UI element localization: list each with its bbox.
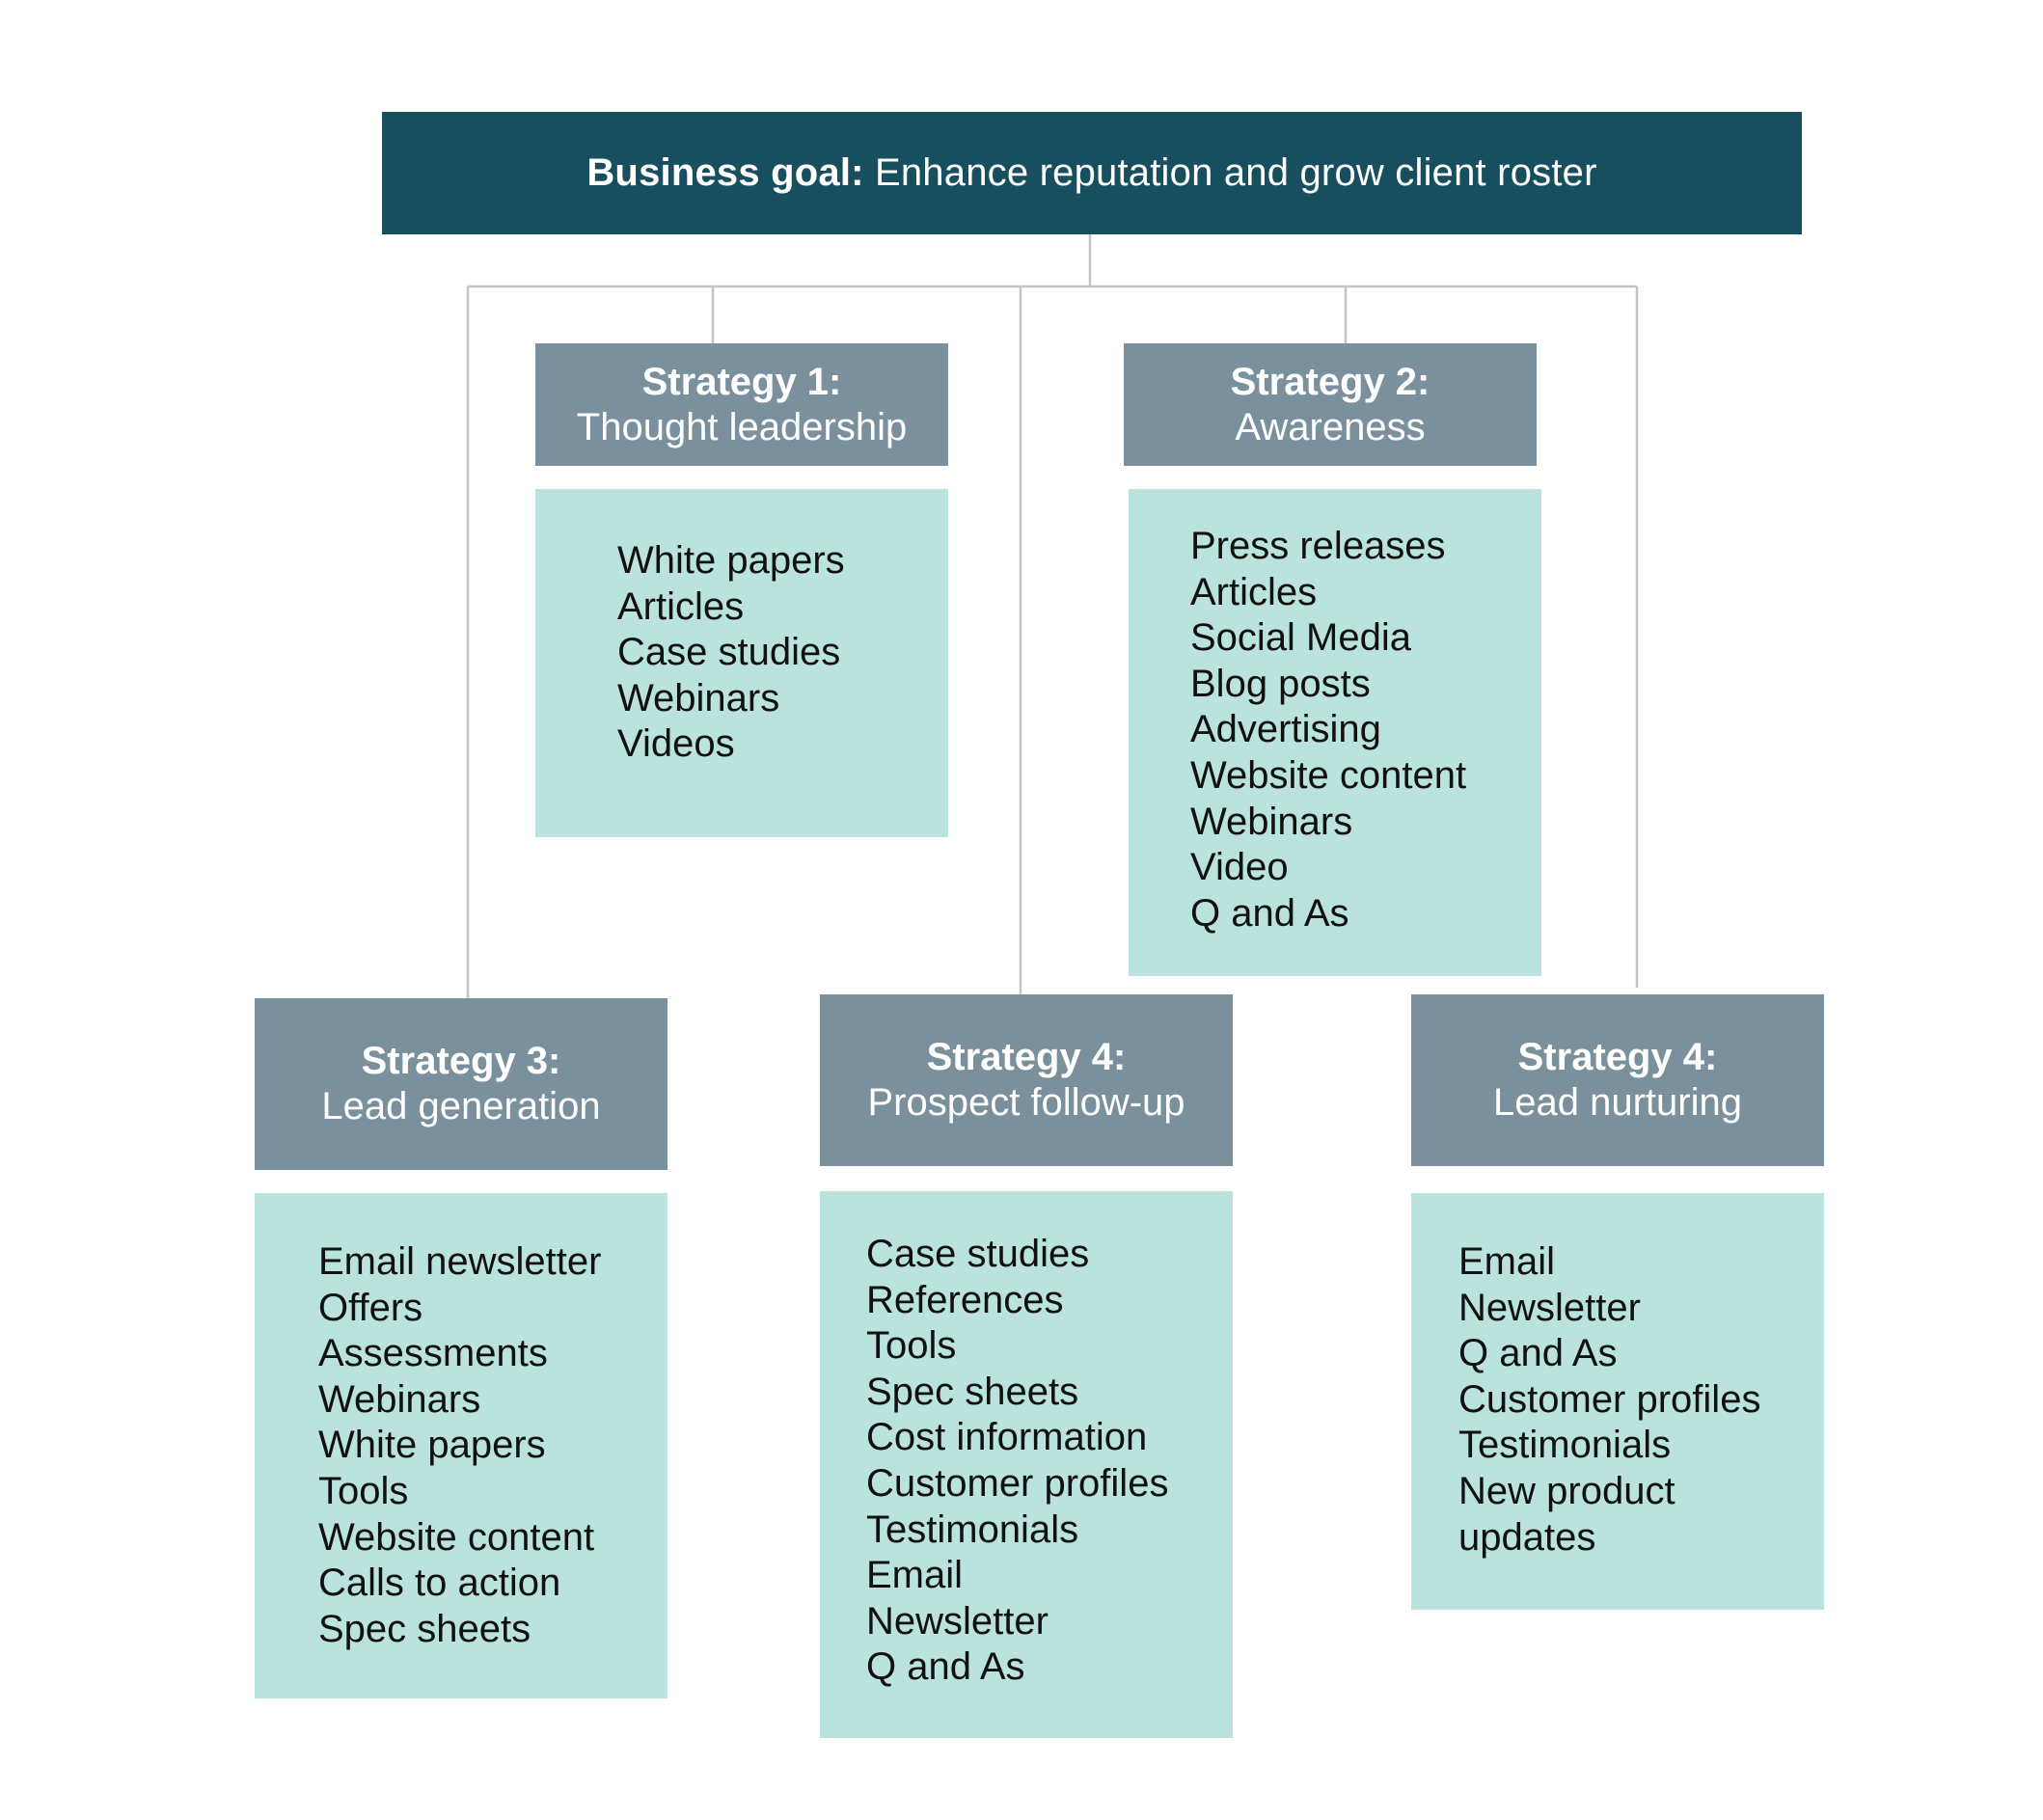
tactics-list: Email Newsletter Q and As Customer profi… (1458, 1239, 1806, 1561)
tactic-item: White papers (617, 539, 845, 582)
strategy-name: Prospect follow-up (867, 1081, 1185, 1124)
tactic-item: Website content (318, 1515, 595, 1559)
strategy-1-tactics-box: White papers Articles Case studies Webin… (535, 489, 948, 837)
business-goal-box: Business goal: Enhance reputation and gr… (382, 112, 1802, 234)
strategy-3-tactics-box: Email newsletter Offers Assessments Webi… (255, 1193, 667, 1698)
strategy-4-prospect-header: Strategy 4: Prospect follow-up (820, 994, 1233, 1166)
tactics-list: Case studies References Tools Spec sheet… (866, 1232, 1233, 1691)
tactic-item: References (866, 1278, 1064, 1321)
tactic-item: Tools (318, 1469, 409, 1512)
strategy-number-label: Strategy 1: (641, 360, 842, 403)
strategy-number-label: Strategy 4: (1517, 1036, 1718, 1078)
tactic-item: Video (1190, 846, 1289, 889)
tactic-item: Videos (617, 722, 735, 766)
tactic-item: Website content (1190, 753, 1467, 797)
business-goal-label: Business goal: (586, 151, 864, 194)
tactic-item: Q and As (1458, 1332, 1618, 1375)
tactics-list: Email newsletter Offers Assessments Webi… (318, 1239, 667, 1652)
tactic-item: Webinars (617, 676, 780, 720)
tactic-item: Offers (318, 1286, 423, 1329)
tactic-item: Webinars (1190, 800, 1353, 843)
strategy-1-header: Strategy 1: Thought leadership (535, 343, 948, 466)
tactic-item: Email (866, 1554, 964, 1597)
strategy-number-label: Strategy 4: (926, 1036, 1127, 1078)
tactic-item: Case studies (866, 1233, 1090, 1275)
tactic-item: Social Media (1190, 616, 1412, 660)
strategy-2-tactics-box: Press releases Articles Social Media Blo… (1129, 489, 1541, 976)
tactic-item: Calls to action (318, 1562, 561, 1605)
strategy-2-header: Strategy 2: Awareness (1124, 343, 1537, 466)
tactic-item: Email newsletter (318, 1240, 602, 1283)
tactic-item: Q and As (866, 1645, 1025, 1689)
tactic-item: Webinars (318, 1377, 481, 1421)
tactic-item: Cost information (866, 1416, 1148, 1459)
tactic-item: Assessments (318, 1332, 548, 1375)
strategy-3-header: Strategy 3: Lead generation (255, 998, 667, 1170)
tactics-list: White papers Articles Case studies Webin… (617, 538, 948, 768)
tactic-item: New product updates (1458, 1469, 1675, 1559)
tactic-item: Email (1458, 1240, 1556, 1283)
tactic-item: Tools (866, 1324, 957, 1368)
strategy-name: Lead generation (321, 1085, 601, 1127)
tactic-item: Articles (1190, 570, 1318, 613)
strategy-number-label: Strategy 2: (1230, 360, 1430, 403)
tactic-item: Newsletter (866, 1599, 1049, 1643)
tactic-item: Advertising (1190, 708, 1381, 751)
strategy-name: Lead nurturing (1493, 1081, 1742, 1124)
tactic-item: Testimonials (866, 1508, 1079, 1551)
strategy-number-label: Strategy 3: (361, 1040, 561, 1082)
tactic-item: Q and As (1190, 891, 1349, 935)
tactic-item: Press releases (1190, 525, 1446, 567)
strategy-4-nurturing-tactics-box: Email Newsletter Q and As Customer profi… (1411, 1193, 1824, 1610)
tactic-item: Spec sheets (318, 1607, 531, 1650)
strategy-name: Thought leadership (576, 405, 908, 448)
strategy-name: Awareness (1235, 405, 1426, 448)
tactic-item: White papers (318, 1424, 546, 1467)
business-goal-text: Enhance reputation and grow client roste… (874, 151, 1597, 194)
tactic-item: Testimonials (1458, 1424, 1672, 1467)
tactic-item: Articles (617, 584, 745, 628)
tactic-item: Customer profiles (1458, 1377, 1761, 1421)
strategy-4-prospect-tactics-box: Case studies References Tools Spec sheet… (820, 1191, 1233, 1738)
tactic-item: Case studies (617, 631, 841, 674)
tactic-item: Blog posts (1190, 662, 1371, 705)
tactics-list: Press releases Articles Social Media Blo… (1190, 524, 1541, 937)
tactic-item: Spec sheets (866, 1370, 1079, 1413)
strategy-4-nurturing-header: Strategy 4: Lead nurturing (1411, 994, 1824, 1166)
tactic-item: Newsletter (1458, 1286, 1641, 1329)
tactic-item: Customer profiles (866, 1461, 1169, 1505)
